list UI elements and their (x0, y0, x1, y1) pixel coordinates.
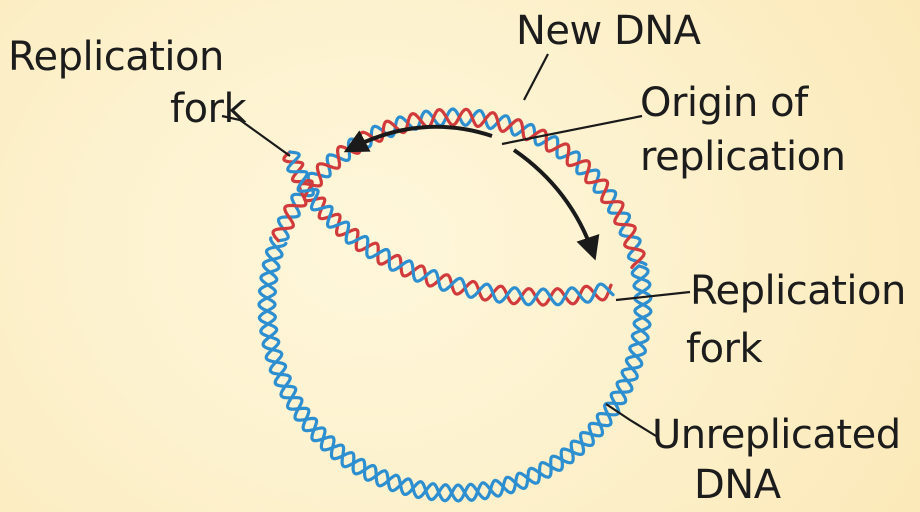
label-unreplicated-dna-line2: DNA (694, 462, 781, 508)
leader-unreplicated-dna (606, 404, 656, 436)
label-replication-fork-left-line1: Replication (8, 34, 224, 80)
leader-replication-fork-right (616, 292, 690, 300)
label-new-dna: New DNA (516, 8, 701, 54)
leader-new-dna (524, 54, 548, 100)
label-replication-fork-right-line1: Replication (690, 268, 906, 314)
unreplicated-dna-helix (259, 238, 651, 501)
replicated-dna-inner-helix (284, 152, 613, 305)
dna-helices (259, 109, 651, 501)
label-replication-fork-right-line2: fork (686, 326, 762, 372)
arrow-right-toward-fork (514, 150, 594, 256)
label-replication-fork-left-line2: fork (170, 86, 246, 132)
unreplicated-dna-helix-strand-a (259, 238, 651, 501)
label-origin-of-replication-line2: replication (640, 134, 845, 180)
replicated-dna-outer-helix-strand-a (278, 109, 646, 264)
replicated-dna-inner-helix-strand-a (284, 152, 611, 305)
label-unreplicated-dna-line1: Unreplicated (652, 412, 901, 458)
label-origin-of-replication-line1: Origin of (640, 80, 808, 126)
